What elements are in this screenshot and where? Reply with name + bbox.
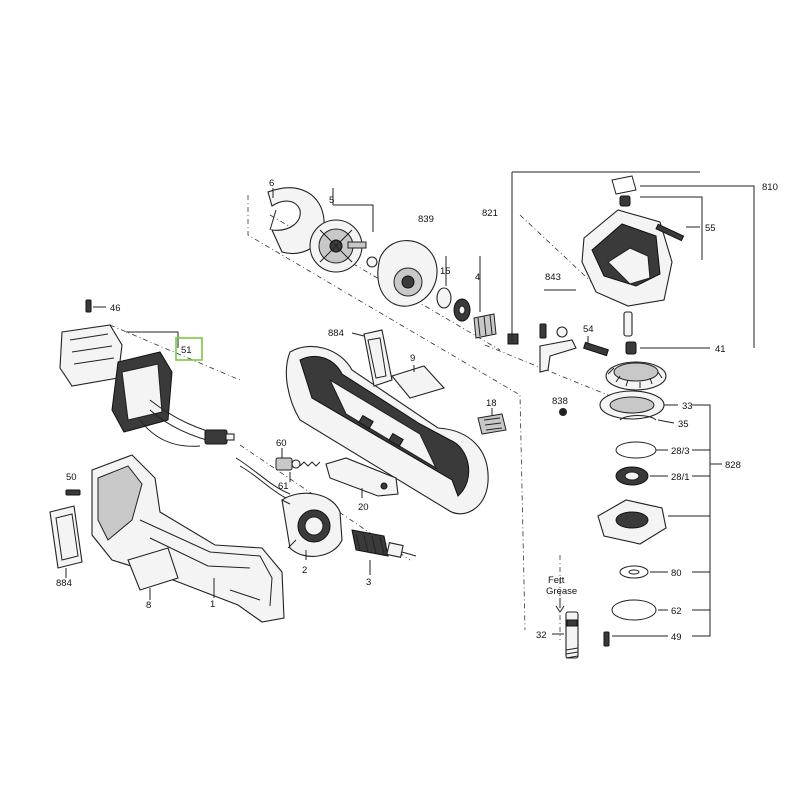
part-884-label-plate-left[interactable]: [49, 505, 83, 569]
part-33-flange[interactable]: [599, 390, 665, 420]
callout-62: 62: [671, 606, 682, 617]
callout-15: 15: [440, 266, 451, 277]
part-839-bearing-flange[interactable]: [377, 240, 438, 307]
grease-note-line-1: Fett: [548, 575, 565, 586]
part-55-screw[interactable]: [655, 223, 685, 242]
callout-33: 33: [682, 401, 693, 412]
callout-20: 20: [358, 502, 369, 513]
callout-61: 61: [278, 481, 289, 492]
callout-843: 843: [545, 272, 561, 283]
part-18-vent-cover[interactable]: [477, 413, 507, 435]
grease-note-line-2: Grease: [546, 586, 577, 597]
part-54-screw[interactable]: [583, 341, 609, 357]
callout-3: 3: [366, 577, 371, 588]
callout-1: 1: [210, 599, 215, 610]
part-60-brush-holder[interactable]: [275, 457, 301, 471]
callout-35: 35: [678, 419, 689, 430]
part-51-electronic-module[interactable]: [59, 324, 235, 447]
callout-810: 810: [762, 182, 778, 193]
callout-60: 60: [276, 438, 287, 449]
callout-884-center: 884: [328, 328, 344, 339]
part-28-3-retaining-ring[interactable]: [615, 441, 657, 459]
part-46-screw[interactable]: [85, 299, 92, 313]
part-50-screw[interactable]: [65, 489, 81, 496]
callout-9: 9: [410, 353, 415, 364]
part-49-screw[interactable]: [603, 631, 610, 647]
part-35-circlip[interactable]: [619, 415, 657, 421]
callout-828: 828: [725, 460, 741, 471]
callout-80: 80: [671, 568, 682, 579]
part-9-label[interactable]: [391, 365, 445, 399]
callout-5: 5: [329, 195, 334, 206]
callout-2: 2: [302, 565, 307, 576]
part-20-air-guide[interactable]: [325, 457, 399, 497]
part-884-label-plate-center[interactable]: [363, 329, 393, 387]
callout-28-1: 28/1: [671, 472, 690, 483]
part-41-bevel-gear[interactable]: [605, 311, 667, 391]
part-3-rotor[interactable]: [351, 529, 417, 558]
part-80-washer[interactable]: [619, 565, 649, 579]
part-15-bearing[interactable]: [436, 287, 471, 322]
callout-51-highlight-box: [175, 337, 203, 361]
part-4-pinion[interactable]: [473, 313, 519, 345]
callout-884-left: 884: [56, 578, 72, 589]
callout-54: 54: [583, 324, 594, 335]
part-61-spring[interactable]: [235, 457, 321, 499]
motor-housing-center[interactable]: [285, 345, 489, 515]
callout-55: 55: [705, 223, 716, 234]
part-62-o-ring[interactable]: [611, 599, 657, 621]
callout-50: 50: [66, 472, 77, 483]
callout-41: 41: [715, 344, 726, 355]
part-2-stator[interactable]: [281, 492, 343, 557]
callout-8: 8: [146, 600, 151, 611]
callout-32: 32: [536, 630, 547, 641]
callout-839: 839: [418, 214, 434, 225]
grease-note: Fett Grease: [546, 575, 577, 613]
callout-46: 46: [110, 303, 121, 314]
part-28-1-ball-bearing[interactable]: [615, 466, 649, 486]
part-1-housing-half[interactable]: [91, 454, 285, 623]
part-843-spindle-lock[interactable]: [539, 323, 577, 373]
callout-6: 6: [269, 178, 274, 189]
part-spindle-bearing-flange[interactable]: [597, 499, 667, 545]
callout-49: 49: [671, 632, 682, 643]
part-32-spindle[interactable]: [565, 611, 579, 659]
callout-18: 18: [486, 398, 497, 409]
callout-51: 51: [181, 345, 192, 356]
part-6-fan-baffle[interactable]: [267, 187, 325, 254]
callout-28-3: 28/3: [671, 446, 690, 457]
part-5-fan-gear[interactable]: [309, 219, 378, 273]
callout-4: 4: [475, 272, 480, 283]
part-8-label[interactable]: [127, 547, 179, 591]
part-838-marker: [559, 408, 567, 416]
part-810-gear-head-cover[interactable]: [581, 175, 673, 307]
callout-821: 821: [482, 208, 498, 219]
callout-838: 838: [552, 396, 568, 407]
